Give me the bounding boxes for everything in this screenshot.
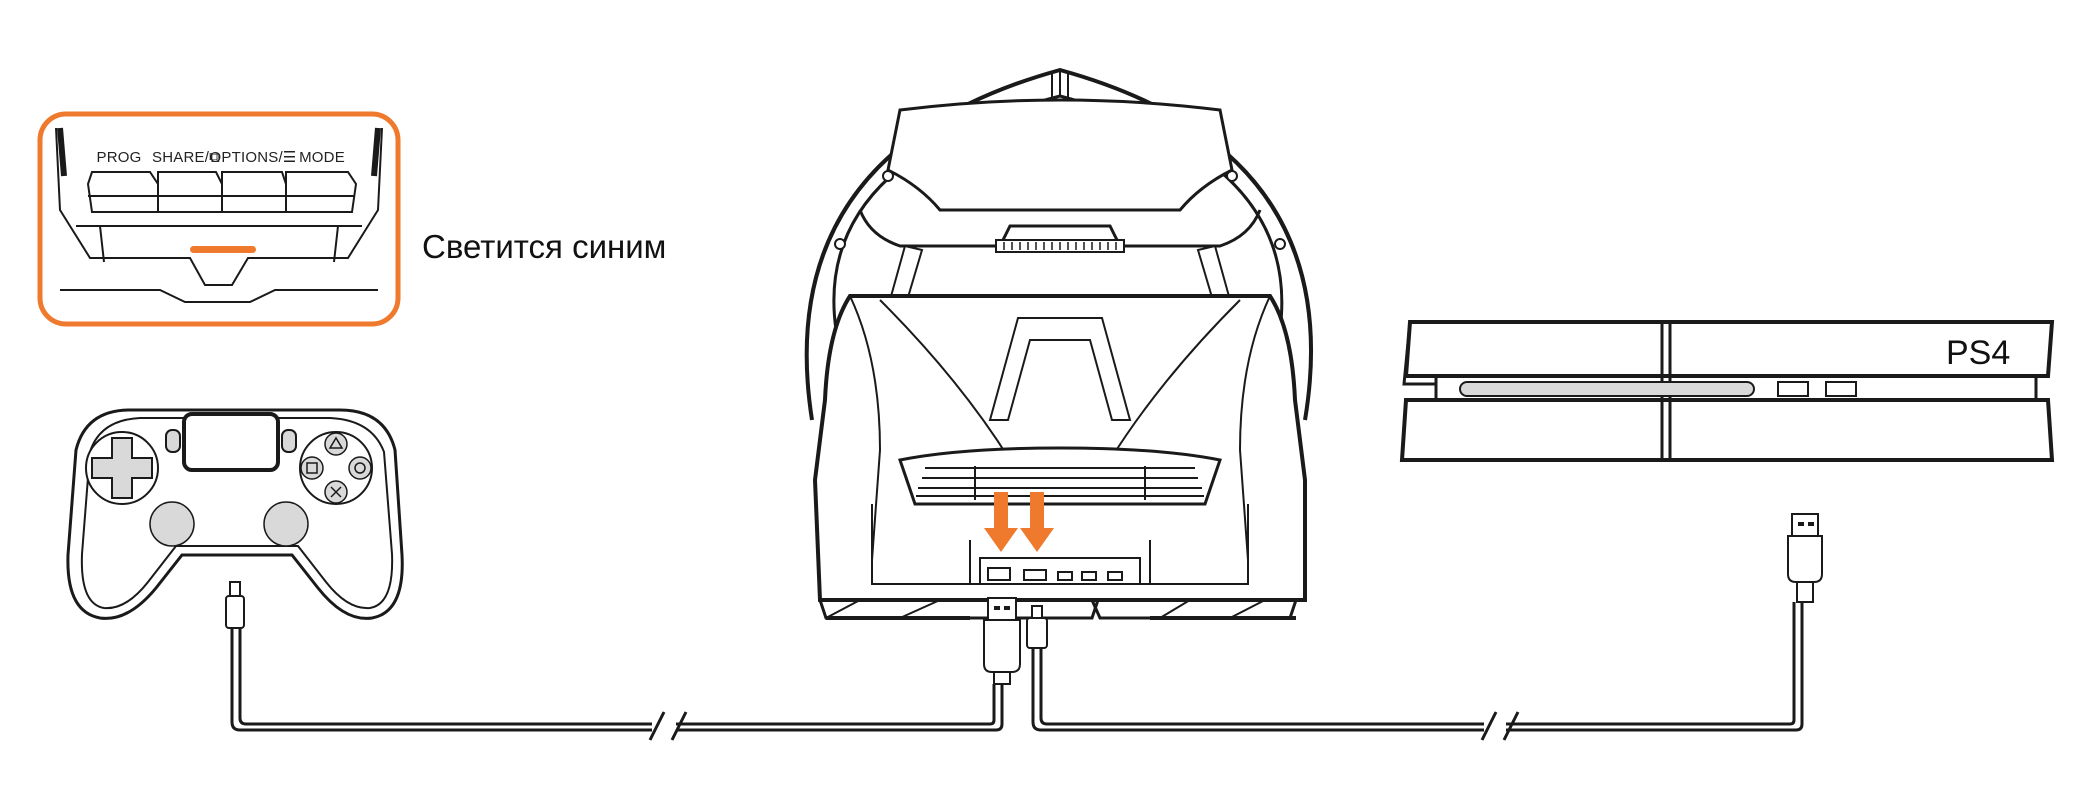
touchpad (182, 412, 280, 472)
ps4-usb-port (1777, 381, 1809, 397)
usb-a-port (987, 567, 1011, 581)
prog-label: PROG (97, 149, 142, 166)
mode-button (285, 171, 358, 213)
led-caption: Светится синим (422, 228, 666, 265)
usb-micro-port (1023, 569, 1047, 581)
options-button (221, 171, 287, 213)
ps4-cable-plug (1787, 513, 1823, 603)
cables (230, 602, 1804, 741)
gamepad-cable-plug (225, 581, 245, 629)
callout-frame (37, 111, 401, 327)
left-stick (149, 501, 195, 547)
options-label: OPTIONS/☰ (210, 149, 297, 166)
right-stick (263, 501, 309, 547)
share-button (157, 171, 223, 213)
ps4-usb-port (1825, 381, 1857, 397)
wheel-usb-a-plug (983, 597, 1021, 685)
wheel-micro-usb-plug (1026, 605, 1048, 649)
ps4-console-illustration: PS4 (1399, 320, 2055, 462)
dpad-icon (85, 431, 159, 505)
prog-button (86, 171, 159, 213)
led-indicator (190, 246, 256, 253)
button-panel-callout: PROG SHARE/⧉ OPTIONS/☰ MODE (37, 111, 401, 327)
share-label: SHARE/⧉ (152, 149, 220, 166)
disc-slot (1459, 381, 1755, 397)
gamepad-illustration (66, 408, 404, 620)
ps4-label: PS4 (1946, 334, 2010, 372)
face-buttons-icon (299, 431, 373, 505)
steering-wheel-illustration (804, 67, 1314, 620)
insert-arrow-icon (984, 492, 1054, 552)
mode-label: MODE (299, 149, 345, 166)
